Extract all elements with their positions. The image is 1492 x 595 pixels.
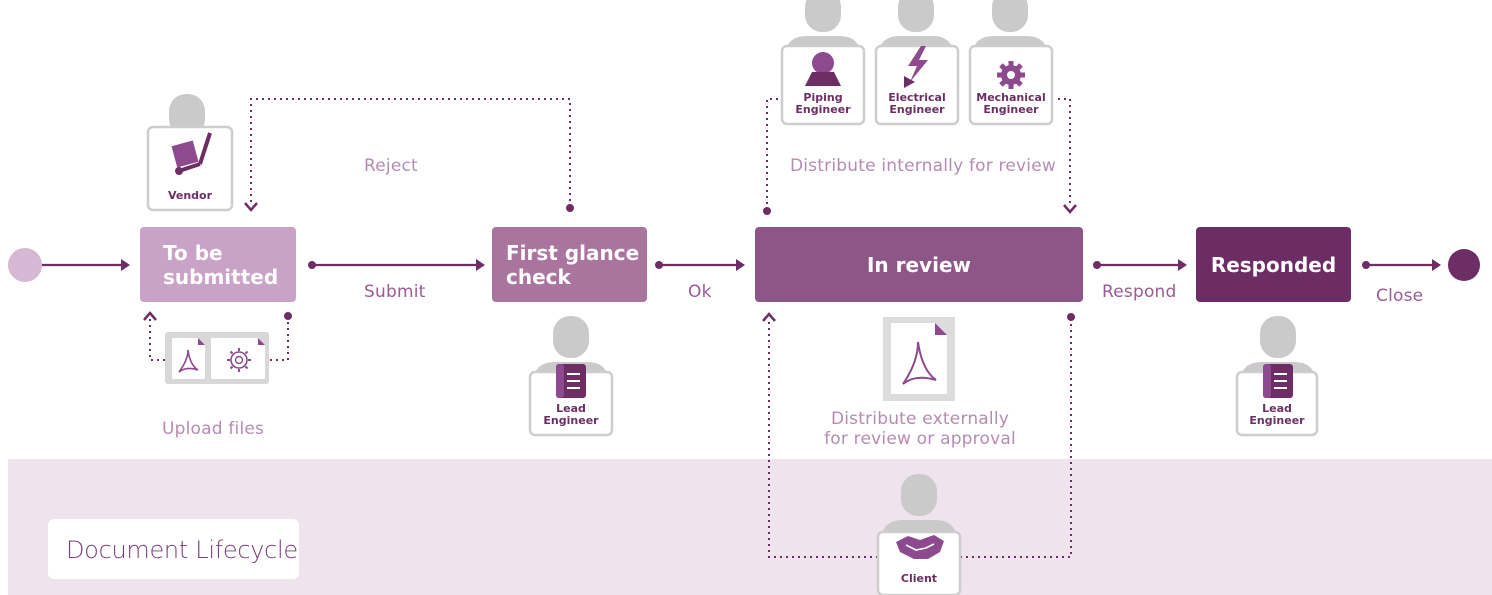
loop-endpoints [143,202,1077,322]
lightning-icon [904,46,928,88]
person-icon [812,52,834,74]
respond-label: Respond [1102,282,1177,302]
stage-label: Responded [1210,252,1337,277]
dotted-loops [149,98,1072,558]
ok-label: Ok [688,282,712,302]
close-label: Close [1376,286,1424,306]
upload-files-label: Upload files [162,419,265,439]
lead-engineer-2-role-label: Lead Engineer [1249,402,1305,427]
stage-first-glance-check[interactable]: First glance check [492,227,647,302]
upload-files-icons [165,332,269,384]
mechanical-engineer-role-label: Mechanical Engineer [976,91,1046,116]
document-icon [1263,364,1293,398]
title-card: Document Lifecycle [48,519,299,579]
client-person-icon [876,474,962,595]
distribute-internal-label: Distribute internally for review [790,156,1056,176]
stage-in-review[interactable]: In review [755,227,1083,302]
stage-to-be-submitted[interactable]: To be submitted [140,227,296,302]
gear-icon [997,61,1025,89]
pdf-file-icon [883,317,955,401]
distribute-external-line-2: for review or approval [824,429,1016,449]
document-icon [556,364,586,398]
reject-label: Reject [364,156,418,176]
client-role-label: Client [900,572,938,585]
mechanical-engineer-person-icon [968,0,1054,126]
vendor-person-icon [146,94,234,212]
stage-label: In review [866,252,971,277]
lead-engineer-2-person-icon [1235,316,1319,437]
distribute-external-line-1: Distribute externally [830,409,1010,429]
start-node-icon [8,248,42,282]
electrical-engineer-role-label: Electrical Engineer [888,91,946,116]
end-node-icon [1448,249,1480,281]
lead-engineer-person-icon [528,316,614,437]
submit-label: Submit [364,282,426,302]
stage-label: First glance check [506,240,640,289]
stage-responded[interactable]: Responded [1196,227,1351,302]
electrical-engineer-person-icon [874,0,960,126]
lead-engineer-role-label: Lead Engineer [543,402,599,427]
handshake-icon [896,535,944,559]
piping-engineer-role-label: Piping Engineer [795,91,851,116]
piping-engineer-person-icon [780,0,866,126]
stage-label: To be submitted [163,240,279,289]
distribute-external-label: Distribute externally for review or appr… [806,409,1034,449]
vendor-role-label: Vendor [167,189,213,202]
hand-truck-icon [171,132,212,175]
arrow-heads [121,259,1441,271]
page-title: Document Lifecycle [66,536,298,564]
